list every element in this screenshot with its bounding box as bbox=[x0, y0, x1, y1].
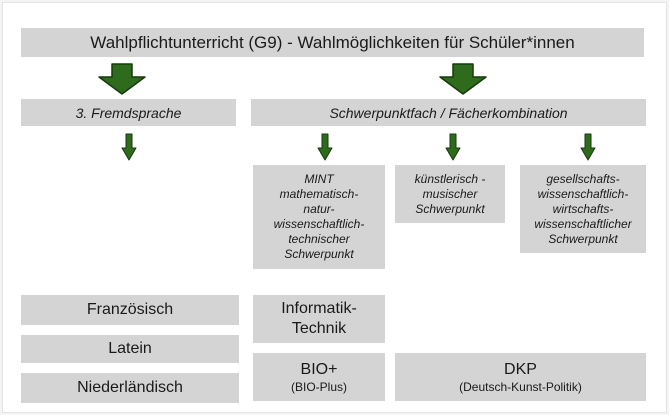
course-bio-name: BIO+ bbox=[300, 360, 338, 378]
focus-social-line: wirtschafts- bbox=[552, 201, 614, 216]
language-french: Französisch bbox=[21, 295, 239, 325]
focus-arts-line: Schwerpunkt bbox=[415, 201, 485, 216]
focus-mint: MINT mathematisch- natur- wissenschaftli… bbox=[253, 165, 385, 269]
category-focus: Schwerpunktfach / Fächerkombination bbox=[251, 99, 646, 126]
focus-social: gesellschafts- wissenschaftlich- wirtsch… bbox=[520, 165, 646, 253]
category-language: 3. Fremdsprache bbox=[21, 99, 236, 126]
focus-mint-line: Schwerpunkt bbox=[284, 247, 354, 261]
language-latin: Latein bbox=[21, 335, 239, 363]
focus-social-line: wissenschaftlicher bbox=[534, 216, 632, 231]
small-arrow-arts-icon bbox=[445, 133, 461, 161]
small-arrow-language-icon bbox=[121, 133, 137, 161]
course-dkp-name: DKP bbox=[504, 360, 537, 378]
focus-mint-line: technischer bbox=[288, 232, 350, 246]
course-dkp: DKP (Deutsch-Kunst-Politik) bbox=[395, 353, 646, 401]
focus-mint-line: MINT bbox=[304, 172, 334, 186]
focus-arts-line: künstlerisch - bbox=[414, 171, 486, 186]
focus-arts-line: musischer bbox=[422, 186, 478, 201]
focus-arts: künstlerisch - musischer Schwerpunkt bbox=[395, 165, 505, 223]
course-informatik-line: Technik bbox=[291, 320, 347, 337]
language-dutch: Niederländisch bbox=[21, 373, 239, 403]
course-bio: BIO+ (BIO-Plus) bbox=[253, 353, 385, 401]
course-dkp-detail: (Deutsch-Kunst-Politik) bbox=[459, 379, 582, 394]
focus-social-line: Schwerpunkt bbox=[548, 231, 618, 246]
course-informatik: Informatik- Technik bbox=[253, 295, 385, 343]
focus-mint-line: natur- bbox=[303, 202, 335, 216]
focus-mint-line: mathematisch- bbox=[279, 187, 359, 201]
course-bio-detail: (BIO-Plus) bbox=[290, 379, 347, 394]
focus-social-line: wissenschaftlich- bbox=[537, 186, 629, 201]
focus-mint-line: wissenschaftlich- bbox=[273, 217, 365, 231]
small-arrow-mint-icon bbox=[317, 133, 333, 161]
focus-social-line: gesellschafts- bbox=[546, 171, 620, 186]
small-arrow-social-icon bbox=[580, 133, 596, 161]
course-informatik-line: Informatik- bbox=[281, 300, 357, 317]
diagram-title: Wahlpflichtunterricht (G9) - Wahlmöglich… bbox=[21, 28, 644, 57]
big-arrow-left-icon bbox=[98, 63, 146, 95]
big-arrow-right-icon bbox=[439, 63, 487, 95]
